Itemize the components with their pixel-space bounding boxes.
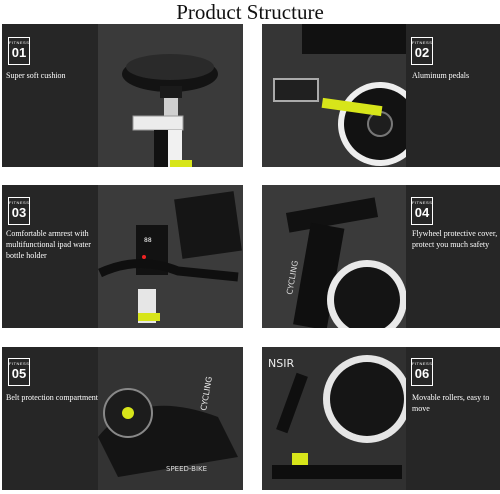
panel-belt-cover: FITNESS 05 Belt protection compartment C… <box>2 347 243 490</box>
number-badge: FITNESS 06 <box>411 358 433 386</box>
number-badge: FITNESS 03 <box>8 197 30 225</box>
caption: Belt protection compartment <box>6 393 98 402</box>
cover-brand-text: SPEED-BIKE <box>166 465 207 473</box>
pedal-photo <box>262 24 407 167</box>
frame-brand-text: NSIR <box>268 357 294 370</box>
caption: Super soft cushion <box>6 71 66 80</box>
panel-rollers: NSIR FITNESS 06 Movable rollers, easy to… <box>262 347 500 490</box>
roller-photo: NSIR <box>262 347 407 490</box>
panel-cushion: FITNESS 01 Super soft cushion <box>2 24 243 167</box>
page-title: Product Structure <box>176 0 324 24</box>
flywheel-cover-photo: CYCLING <box>262 185 407 328</box>
belt-cover-photo: CYCLING SPEED-BIKE <box>98 347 243 490</box>
number-badge: FITNESS 05 <box>8 358 30 386</box>
cushion-photo <box>98 24 243 167</box>
number-badge: FITNESS 01 <box>8 37 30 65</box>
caption: Movable rollers, easy to move <box>412 393 490 413</box>
caption: Flywheel protective cover, protect you m… <box>412 229 498 249</box>
panel-pedals: FITNESS 02 Aluminum pedals <box>262 24 500 167</box>
caption: Comfortable armrest with multifunctional… <box>6 229 91 260</box>
armrest-photo: 88 <box>98 185 243 328</box>
number-badge: FITNESS 04 <box>411 197 433 225</box>
caption: Aluminum pedals <box>412 71 470 80</box>
panel-flywheel-cover: CYCLING FITNESS 04 Flywheel protective c… <box>262 185 500 328</box>
number-badge: FITNESS 02 <box>411 37 433 65</box>
console-display: 88 <box>144 237 152 244</box>
panel-armrest: FITNESS 03 Comfortable armrest with mult… <box>2 185 243 328</box>
